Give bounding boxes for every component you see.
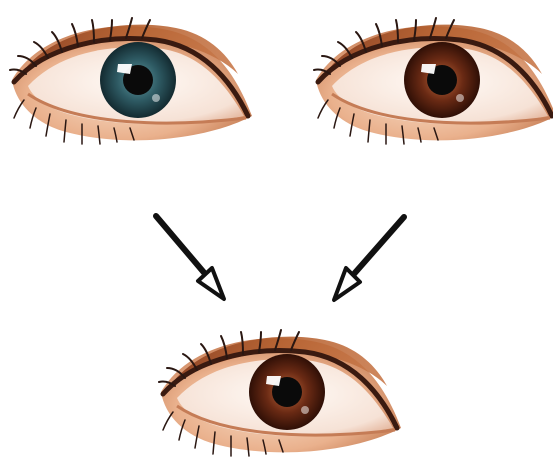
right-parent-eye (314, 18, 553, 144)
iris (249, 354, 325, 430)
left-parent-eye (10, 18, 252, 144)
iris (100, 42, 176, 118)
arrow-left-to-bottom (156, 216, 224, 299)
iris (404, 42, 480, 118)
offspring-eye (159, 330, 401, 456)
arrow-right-to-bottom (334, 217, 404, 300)
